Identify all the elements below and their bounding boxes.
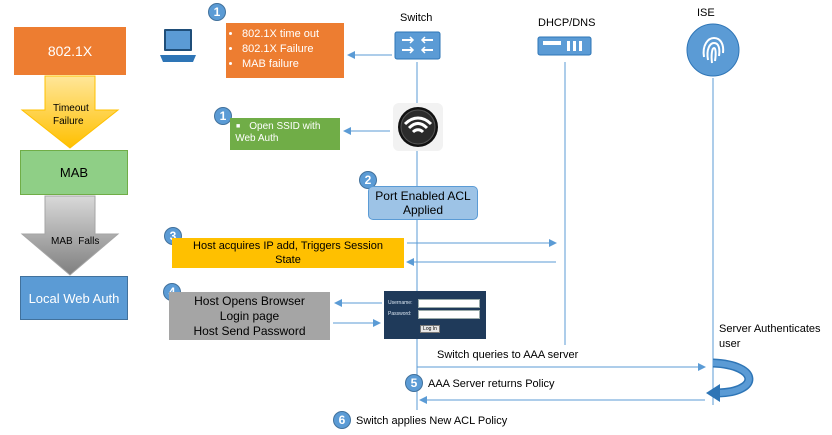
step-1a-badge: 1 bbox=[208, 3, 226, 21]
switch-title: Switch bbox=[400, 12, 433, 24]
step-1b-text-line1: Open SSID with bbox=[249, 121, 321, 132]
step-4-text-line1: Host Opens Browser bbox=[194, 293, 305, 308]
dhcp-dns-title: DHCP/DNS bbox=[538, 17, 596, 29]
switch-icon bbox=[394, 31, 441, 60]
local-web-auth-label: Local Web Auth bbox=[28, 290, 120, 306]
timeout-failure-label: Timeout Failure bbox=[53, 103, 89, 127]
server-authenticates-label: Server Authenticates user bbox=[719, 323, 821, 350]
username-label: Username: bbox=[388, 300, 413, 306]
step-1a-item: MAB failure bbox=[242, 57, 344, 72]
step-6-badge: 6 bbox=[333, 411, 351, 429]
timeout-arrow bbox=[20, 75, 120, 149]
step-1a-item: 802.1X time out bbox=[242, 27, 344, 42]
step-2-badge: 2 bbox=[359, 171, 377, 189]
laptop-icon bbox=[158, 27, 198, 67]
username-input[interactable] bbox=[418, 299, 480, 308]
dot1x-label: 802.1X bbox=[47, 43, 93, 59]
step-1b-badge: 1 bbox=[214, 107, 232, 125]
local-web-auth-box: Local Web Auth bbox=[20, 276, 128, 320]
step-2-box: Port Enabled ACL Applied bbox=[368, 186, 478, 220]
mab-falls-label: MAB Falls bbox=[51, 236, 100, 247]
server-icon bbox=[537, 36, 592, 56]
password-input[interactable] bbox=[418, 310, 480, 319]
step-4-box: Host Opens Browser Login page Host Send … bbox=[169, 292, 330, 340]
step-2-text-line2: Applied bbox=[402, 203, 444, 217]
login-form-thumbnail: Username: Password: Log In bbox=[384, 291, 486, 339]
dot1x-box: 802.1X bbox=[14, 27, 126, 75]
mab-box: MAB bbox=[20, 150, 128, 195]
step-5-badge: 5 bbox=[405, 374, 423, 392]
switch-queries-label: Switch queries to AAA server bbox=[437, 349, 579, 361]
step-5-label: AAA Server returns Policy bbox=[428, 378, 555, 390]
step-2-text-line1: Port Enabled ACL bbox=[375, 189, 471, 203]
step-3-box: Host acquires IP add, Triggers Session S… bbox=[172, 238, 404, 268]
mab-label: MAB bbox=[59, 165, 89, 180]
step-1b-box: ■ Open SSID with Web Auth bbox=[230, 118, 340, 150]
step-3-text-line1: Host acquires IP add, Triggers Session bbox=[193, 240, 383, 252]
login-button[interactable]: Log In bbox=[420, 325, 440, 333]
step-1a-box: 802.1X time out 802.1X Failure MAB failu… bbox=[226, 23, 344, 78]
ise-title: ISE bbox=[697, 7, 715, 19]
step-4-text-line2: Login page bbox=[219, 308, 280, 323]
step-6-label: Switch applies New ACL Policy bbox=[356, 415, 508, 427]
step-1a-list: 802.1X time out 802.1X Failure MAB failu… bbox=[226, 27, 344, 72]
password-label: Password: bbox=[388, 311, 412, 317]
step-1b-text-line2: Web Auth bbox=[235, 133, 279, 144]
step-1a-item: 802.1X Failure bbox=[242, 42, 344, 57]
step-4-text-line3: Host Send Password bbox=[193, 323, 306, 338]
server-authenticates-curve bbox=[706, 358, 754, 402]
mab-fails-arrow bbox=[20, 195, 120, 276]
fingerprint-icon bbox=[686, 23, 740, 77]
step-3-text-line2: State bbox=[275, 254, 301, 266]
wireless-icon bbox=[393, 103, 443, 151]
